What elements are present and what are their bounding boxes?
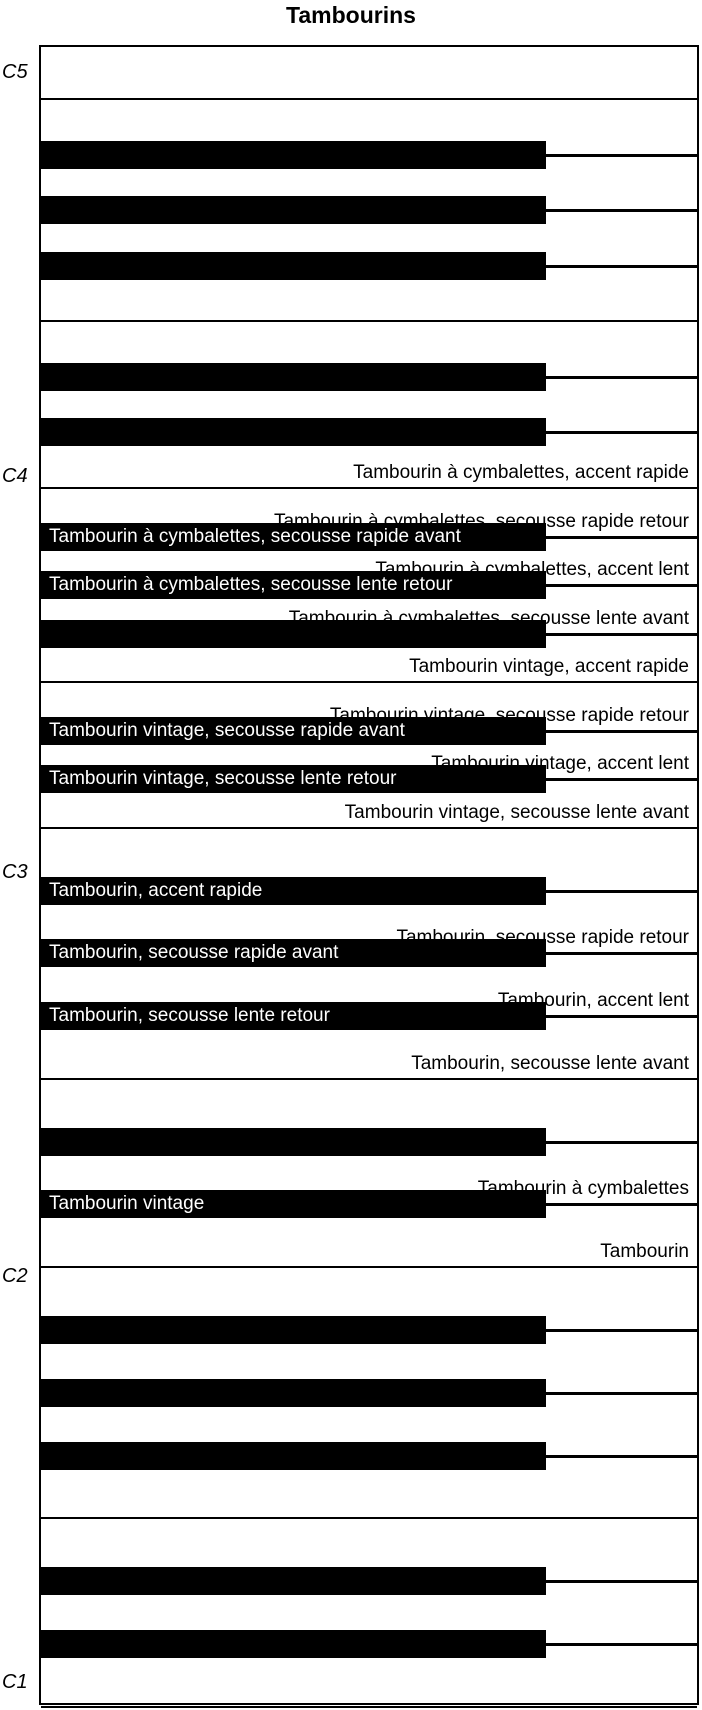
- key-divider-line: [546, 730, 697, 733]
- white-key-label: Tambourin à cymbalettes, accent rapide: [353, 461, 689, 483]
- octave-label-c2: C2: [2, 1265, 28, 1287]
- black-key: Tambourin vintage, secousse rapide avant: [41, 716, 546, 745]
- black-key-label: Tambourin vintage, secousse rapide avant: [49, 719, 405, 741]
- black-key-label: Tambourin à cymbalettes, secousse lente …: [49, 574, 453, 596]
- white-key-label: Tambourin: [600, 1240, 689, 1262]
- white-key: [41, 1645, 697, 1708]
- black-key-label: Tambourin vintage, secousse lente retour: [49, 768, 397, 790]
- key-divider-line: [546, 1141, 697, 1144]
- key-divider-line: [546, 1329, 697, 1332]
- key-divider-line: [546, 432, 697, 435]
- key-divider-line: [546, 210, 697, 213]
- black-key: [41, 251, 546, 280]
- white-key: Tambourin à cymbalettes, accent rapide: [41, 433, 697, 489]
- white-key: [41, 47, 697, 100]
- black-key: [41, 1567, 546, 1596]
- key-divider-line: [546, 154, 697, 157]
- black-key-label: Tambourin à cymbalettes, secousse rapide…: [49, 525, 461, 547]
- octave-label-c5: C5: [2, 61, 28, 83]
- key-divider-line: [546, 890, 697, 893]
- white-key-label: Tambourin vintage, secousse lente avant: [344, 801, 689, 823]
- key-divider-line: [546, 633, 697, 636]
- black-key-label: Tambourin, accent rapide: [49, 879, 263, 901]
- key-divider-line: [546, 779, 697, 782]
- black-key: Tambourin vintage: [41, 1190, 546, 1219]
- white-key: [41, 267, 697, 323]
- key-divider-line: [546, 1455, 697, 1458]
- black-key: Tambourin, accent rapide: [41, 876, 546, 905]
- key-divider-line: [546, 1016, 697, 1019]
- diagram-title: Tambourins: [286, 2, 416, 28]
- white-key-label: Tambourin vintage, accent rapide: [409, 656, 689, 678]
- key-divider-line: [546, 585, 697, 588]
- black-key-label: Tambourin vintage: [49, 1193, 205, 1215]
- black-key: Tambourin à cymbalettes, secousse rapide…: [41, 522, 546, 551]
- octave-label-c3: C3: [2, 861, 28, 883]
- white-key-label: Tambourin, secousse lente avant: [411, 1052, 689, 1074]
- octave-label-c4: C4: [2, 465, 28, 487]
- key-divider-line: [546, 1644, 697, 1647]
- key-divider-line: [546, 536, 697, 539]
- black-key: Tambourin, secousse rapide avant: [41, 939, 546, 968]
- black-key: [41, 1441, 546, 1470]
- black-key: Tambourin à cymbalettes, secousse lente …: [41, 571, 546, 600]
- black-key: [41, 619, 546, 648]
- black-key-label: Tambourin, secousse rapide avant: [49, 942, 339, 964]
- key-divider-line: [546, 1204, 697, 1207]
- key-divider-line: [546, 953, 697, 956]
- white-key: Tambourin: [41, 1205, 697, 1268]
- black-key: Tambourin, secousse lente retour: [41, 1002, 546, 1031]
- white-key: Tambourin vintage, accent rapide: [41, 635, 697, 684]
- white-key: [41, 1457, 697, 1520]
- key-divider-line: [546, 376, 697, 379]
- black-key: [41, 362, 546, 391]
- black-key: [41, 1315, 546, 1344]
- black-key: [41, 196, 546, 225]
- key-divider-line: [546, 1392, 697, 1395]
- black-key: [41, 1127, 546, 1156]
- white-key: Tambourin, secousse lente avant: [41, 1017, 697, 1080]
- black-key: [41, 1630, 546, 1659]
- key-divider-line: [546, 265, 697, 268]
- octave-label-c1: C1: [2, 1671, 28, 1693]
- black-key: [41, 1378, 546, 1407]
- key-divider-line: [546, 1581, 697, 1584]
- black-key: [41, 140, 546, 169]
- black-key-label: Tambourin, secousse lente retour: [49, 1005, 330, 1027]
- black-key: [41, 418, 546, 447]
- white-key: Tambourin vintage, secousse lente avant: [41, 780, 697, 829]
- black-key: Tambourin vintage, secousse lente retour: [41, 765, 546, 794]
